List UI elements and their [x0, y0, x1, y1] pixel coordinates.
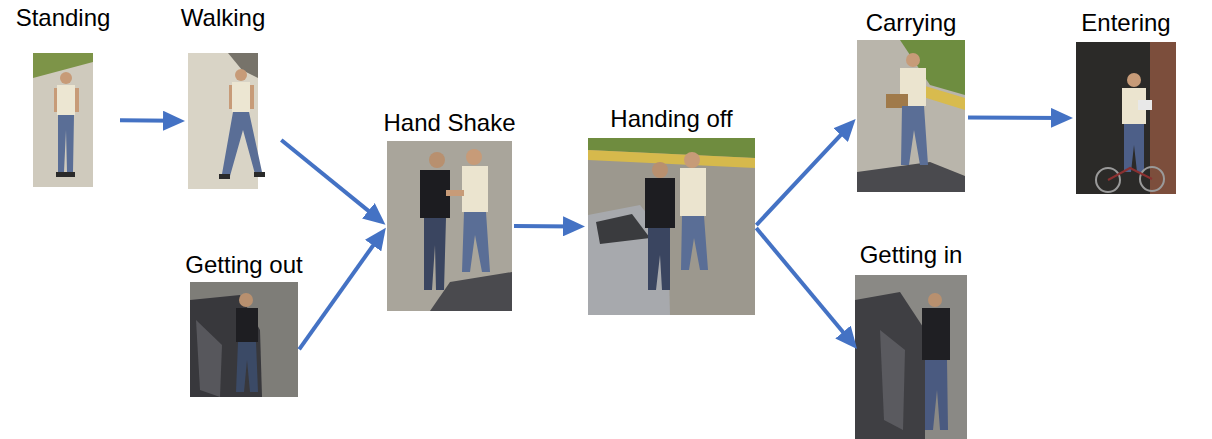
activity-frame: Hand Shake: [387, 141, 512, 311]
car-door: [196, 320, 222, 397]
flow-arrow: [120, 118, 175, 123]
head: [60, 72, 72, 84]
getting-out-photo: [190, 282, 298, 397]
arm: [250, 85, 254, 109]
carrying-photo: [857, 40, 965, 192]
jeans: [58, 115, 74, 172]
shirt: [462, 166, 488, 212]
jeans: [681, 216, 708, 270]
head: [652, 162, 668, 178]
activity-frame: Carrying: [857, 40, 965, 192]
pavement: [387, 141, 512, 311]
activity-frame: Standing: [33, 53, 93, 187]
brick-wall: [1150, 42, 1176, 194]
activity-label: Hand Shake: [383, 110, 515, 136]
head: [906, 53, 920, 67]
pavement: [588, 138, 755, 315]
curb: [920, 86, 965, 110]
head: [684, 152, 700, 168]
curb: [588, 150, 755, 168]
shoes: [56, 172, 75, 177]
arm: [75, 88, 79, 112]
shoe: [219, 174, 230, 179]
flow-arrow: [968, 116, 1063, 120]
jeans: [462, 212, 490, 272]
activity-label: Entering: [1081, 10, 1170, 36]
jeans: [1124, 124, 1144, 172]
jeans: [236, 342, 258, 392]
head: [235, 69, 247, 81]
hand-shake-photo: [387, 141, 512, 311]
jeans: [222, 112, 262, 176]
activity-frame: Getting out: [190, 282, 298, 397]
jacket: [922, 308, 950, 360]
activity-label: Handing off: [610, 106, 732, 132]
activity-frame: Walking: [188, 53, 258, 189]
activity-frame: Handing off: [588, 138, 755, 315]
box: [886, 94, 908, 108]
pavement: [857, 40, 965, 192]
hands: [446, 190, 464, 196]
jeans: [925, 360, 948, 430]
jeans: [648, 228, 670, 290]
doorway: [1076, 42, 1176, 194]
standing-photo: [33, 53, 93, 187]
pavement: [33, 53, 93, 187]
shirt: [57, 85, 75, 115]
activity-frame: Getting in: [855, 275, 967, 439]
jeans: [901, 106, 928, 165]
walking-photo: [188, 53, 265, 189]
activity-label: Walking: [181, 5, 265, 31]
flow-arrow: [281, 140, 377, 218]
activity-label: Standing: [16, 5, 111, 31]
car: [190, 295, 262, 397]
flow-arrow: [756, 228, 850, 341]
entering-photo: [1076, 42, 1176, 194]
car: [857, 162, 965, 192]
head: [466, 149, 482, 165]
jacket: [645, 178, 675, 228]
flow-arrow: [514, 224, 575, 228]
getting-in-photo: [855, 275, 967, 439]
head: [429, 152, 445, 168]
car-door: [880, 330, 905, 430]
package: [1138, 100, 1152, 110]
activity-label: Carrying: [866, 10, 957, 36]
car: [855, 292, 925, 439]
car-window: [596, 214, 650, 244]
head: [239, 293, 253, 307]
activity-label: Getting in: [860, 242, 963, 268]
bike-frame: [1108, 168, 1152, 180]
flow-arrow: [299, 236, 380, 350]
jacket: [236, 308, 258, 342]
shirt: [680, 168, 706, 216]
shoe: [254, 172, 265, 177]
flow-arrow: [756, 126, 848, 225]
handing-off-photo: [588, 138, 755, 315]
pavement: [190, 282, 298, 397]
jeans: [424, 218, 446, 290]
activity-label: Getting out: [185, 252, 302, 278]
head: [1127, 73, 1141, 87]
head: [928, 293, 942, 307]
shirt: [232, 82, 250, 112]
pavement: [855, 275, 967, 439]
jacket: [420, 170, 450, 218]
activity-frame: Entering: [1076, 42, 1176, 194]
